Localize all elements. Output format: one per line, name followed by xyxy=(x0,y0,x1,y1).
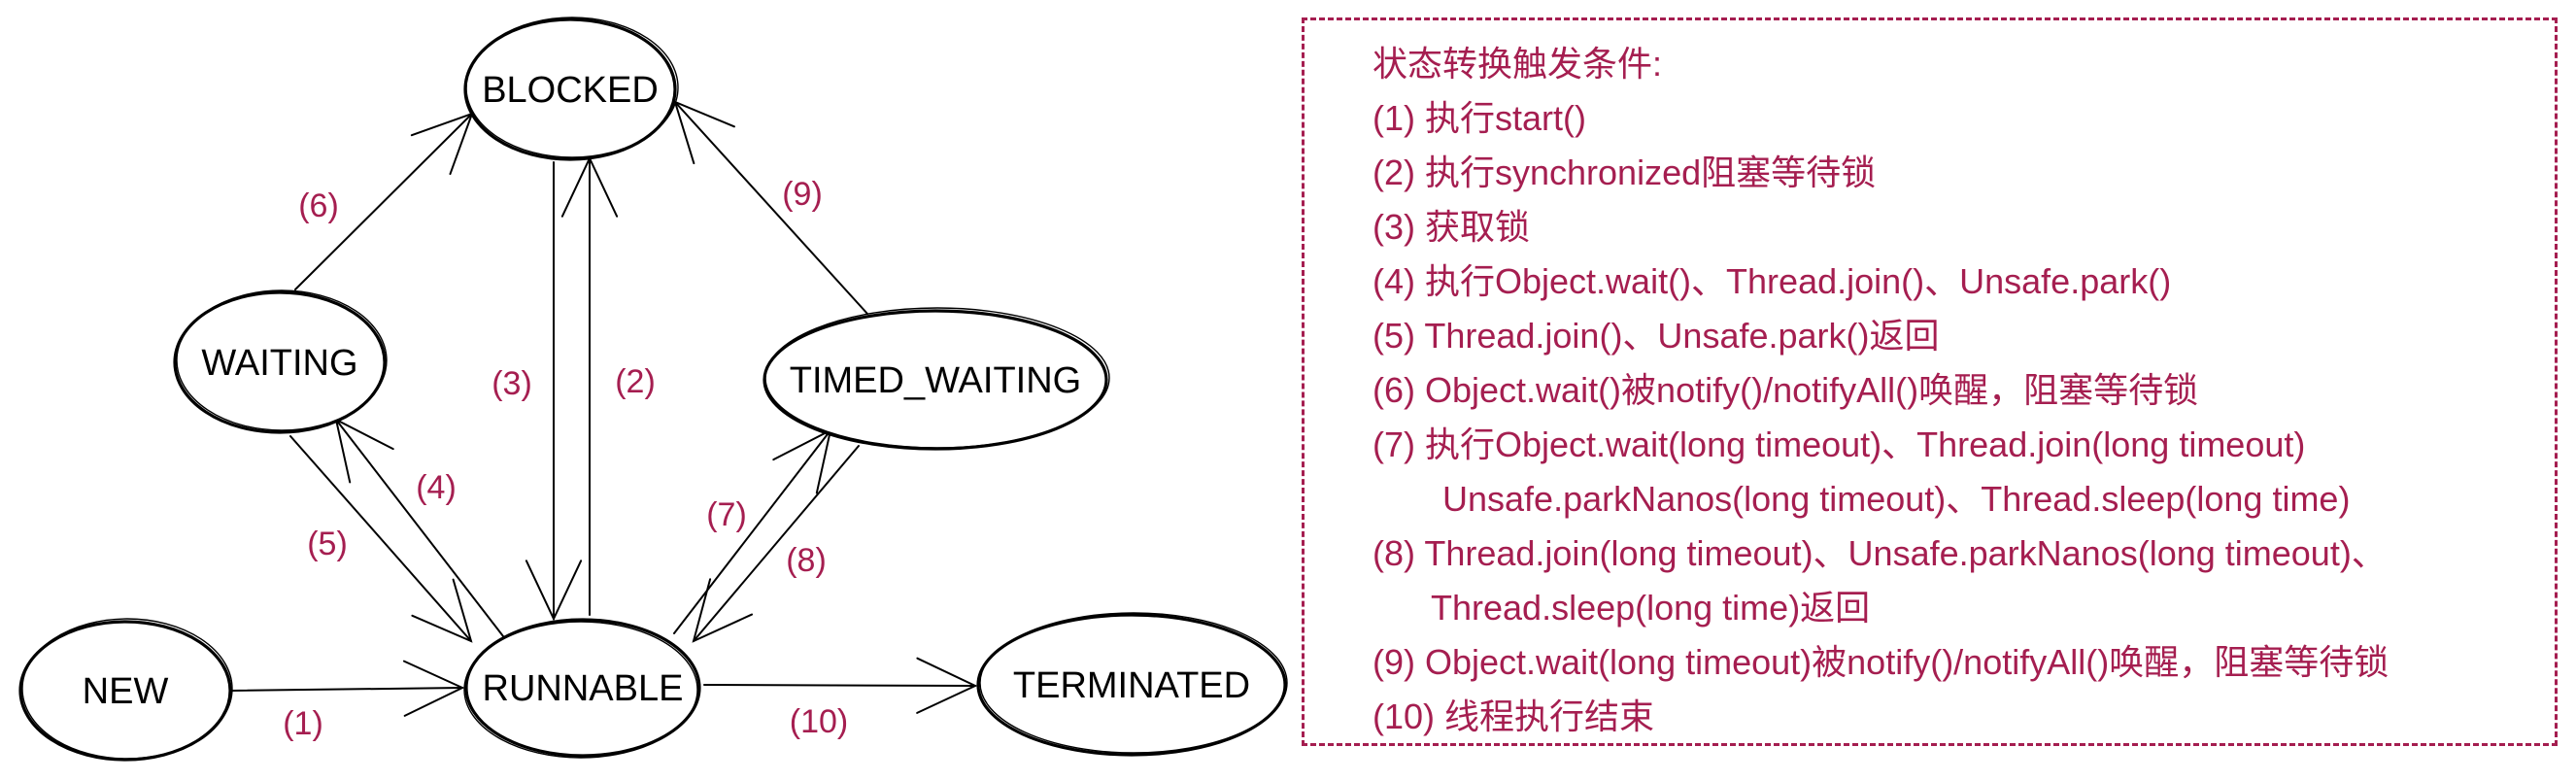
edge-4-line xyxy=(335,419,504,637)
legend-item-3: (3) 获取锁 xyxy=(1373,207,1531,247)
edge-5-line xyxy=(289,435,472,642)
node-blocked: BLOCKED xyxy=(463,17,679,161)
node-new-ellipse xyxy=(18,620,232,762)
node-waiting-ellipse xyxy=(173,290,387,434)
edge-2 xyxy=(560,155,619,616)
nodes: BLOCKED WAITING TIMED_WAITING NEW RUNNAB… xyxy=(18,17,1288,762)
edge-8-arrowhead-icon xyxy=(692,578,754,643)
node-terminated-sketch xyxy=(979,612,1288,754)
node-waiting-sketch xyxy=(176,289,388,431)
edge-7-line xyxy=(673,429,831,634)
edge-label-6: (6) xyxy=(298,187,339,224)
legend-item-8: (8) Thread.join(long timeout)、Unsafe.par… xyxy=(1373,533,2387,573)
node-waiting-label: WAITING xyxy=(201,343,357,384)
edge-label-7: (7) xyxy=(706,496,747,533)
legend-item-8-continued: Thread.sleep(long time)返回 xyxy=(1431,588,1871,628)
edge-labels: (1) (2) (3) (4) (5) (6) (7) (8) (9) (10) xyxy=(283,176,848,742)
edge-9 xyxy=(673,100,868,315)
legend-heading: 状态转换触发条件: xyxy=(1373,44,1663,84)
node-blocked-ellipse xyxy=(463,17,677,161)
node-timed-waiting: TIMED_WAITING xyxy=(763,307,1110,451)
legend-item-4: (4) 执行Object.wait()、Thread.join()、Unsafe… xyxy=(1373,261,2172,301)
edge-3-arrowhead-icon xyxy=(525,560,583,622)
legend-item-2: (2) 执行synchronized阻塞等待锁 xyxy=(1373,153,1877,192)
edge-5 xyxy=(289,435,473,643)
edge-5-arrowhead-icon xyxy=(411,578,473,643)
transition-conditions-legend: 状态转换触发条件: (1) 执行start() (2) 执行synchroniz… xyxy=(1302,17,2558,746)
edge-label-4: (4) xyxy=(416,469,457,506)
node-terminated: TERMINATED xyxy=(976,612,1288,757)
edge-4-arrowhead-icon xyxy=(334,418,394,484)
legend-item-7-continued: Unsafe.parkNanos(long timeout)、Thread.sl… xyxy=(1442,479,2351,519)
node-new: NEW xyxy=(18,618,233,762)
edge-1 xyxy=(230,660,465,717)
edge-label-9: (9) xyxy=(782,176,823,213)
node-terminated-label: TERMINATED xyxy=(1013,665,1250,706)
edge-6-line xyxy=(294,113,473,290)
state-diagram: BLOCKED WAITING TIMED_WAITING NEW RUNNAB… xyxy=(18,17,1288,762)
edge-4 xyxy=(334,418,504,637)
node-runnable-ellipse xyxy=(464,618,701,758)
node-timed-waiting-label: TIMED_WAITING xyxy=(790,360,1081,401)
node-new-sketch xyxy=(21,618,233,760)
node-terminated-ellipse xyxy=(976,613,1287,757)
legend-item-7: (7) 执行Object.wait(long timeout)、Thread.j… xyxy=(1373,424,2306,464)
edge-7-arrowhead-icon xyxy=(772,428,832,494)
edge-3 xyxy=(525,161,583,622)
edge-1-line xyxy=(230,687,463,692)
legend-item-5: (5) Thread.join()、Unsafe.park()返回 xyxy=(1373,316,1940,356)
legend-item-6: (6) Object.wait()被notify()/notifyAll()唤醒… xyxy=(1373,370,2199,410)
edge-10-arrowhead-icon xyxy=(916,657,978,714)
edge-label-8: (8) xyxy=(786,542,827,579)
edge-10 xyxy=(703,657,978,714)
node-waiting: WAITING xyxy=(173,289,388,434)
node-runnable-sketch xyxy=(463,621,698,759)
legend-item-1: (1) 执行start() xyxy=(1373,98,1586,138)
edge-9-line xyxy=(674,101,868,315)
edge-label-3: (3) xyxy=(491,365,532,402)
node-timed-waiting-ellipse xyxy=(763,309,1108,451)
node-blocked-label: BLOCKED xyxy=(482,70,659,111)
edge-7 xyxy=(673,428,832,634)
edge-label-10: (10) xyxy=(790,703,848,740)
edge-label-5: (5) xyxy=(307,526,348,562)
edge-10-line xyxy=(703,684,976,687)
legend-item-10: (10) 线程执行结束 xyxy=(1373,696,1655,736)
edge-8-line xyxy=(693,445,860,642)
edge-8 xyxy=(692,445,860,643)
node-new-label: NEW xyxy=(83,671,169,712)
legend-item-9: (9) Object.wait(long timeout)被notify()/n… xyxy=(1373,642,2390,682)
node-blocked-sketch xyxy=(465,17,679,158)
edge-label-2: (2) xyxy=(615,363,656,400)
node-runnable-label: RUNNABLE xyxy=(483,668,684,709)
node-timed-waiting-sketch xyxy=(764,307,1110,449)
edge-1-arrowhead-icon xyxy=(402,660,465,717)
node-runnable: RUNNABLE xyxy=(463,618,701,759)
edge-label-1: (1) xyxy=(283,705,323,742)
